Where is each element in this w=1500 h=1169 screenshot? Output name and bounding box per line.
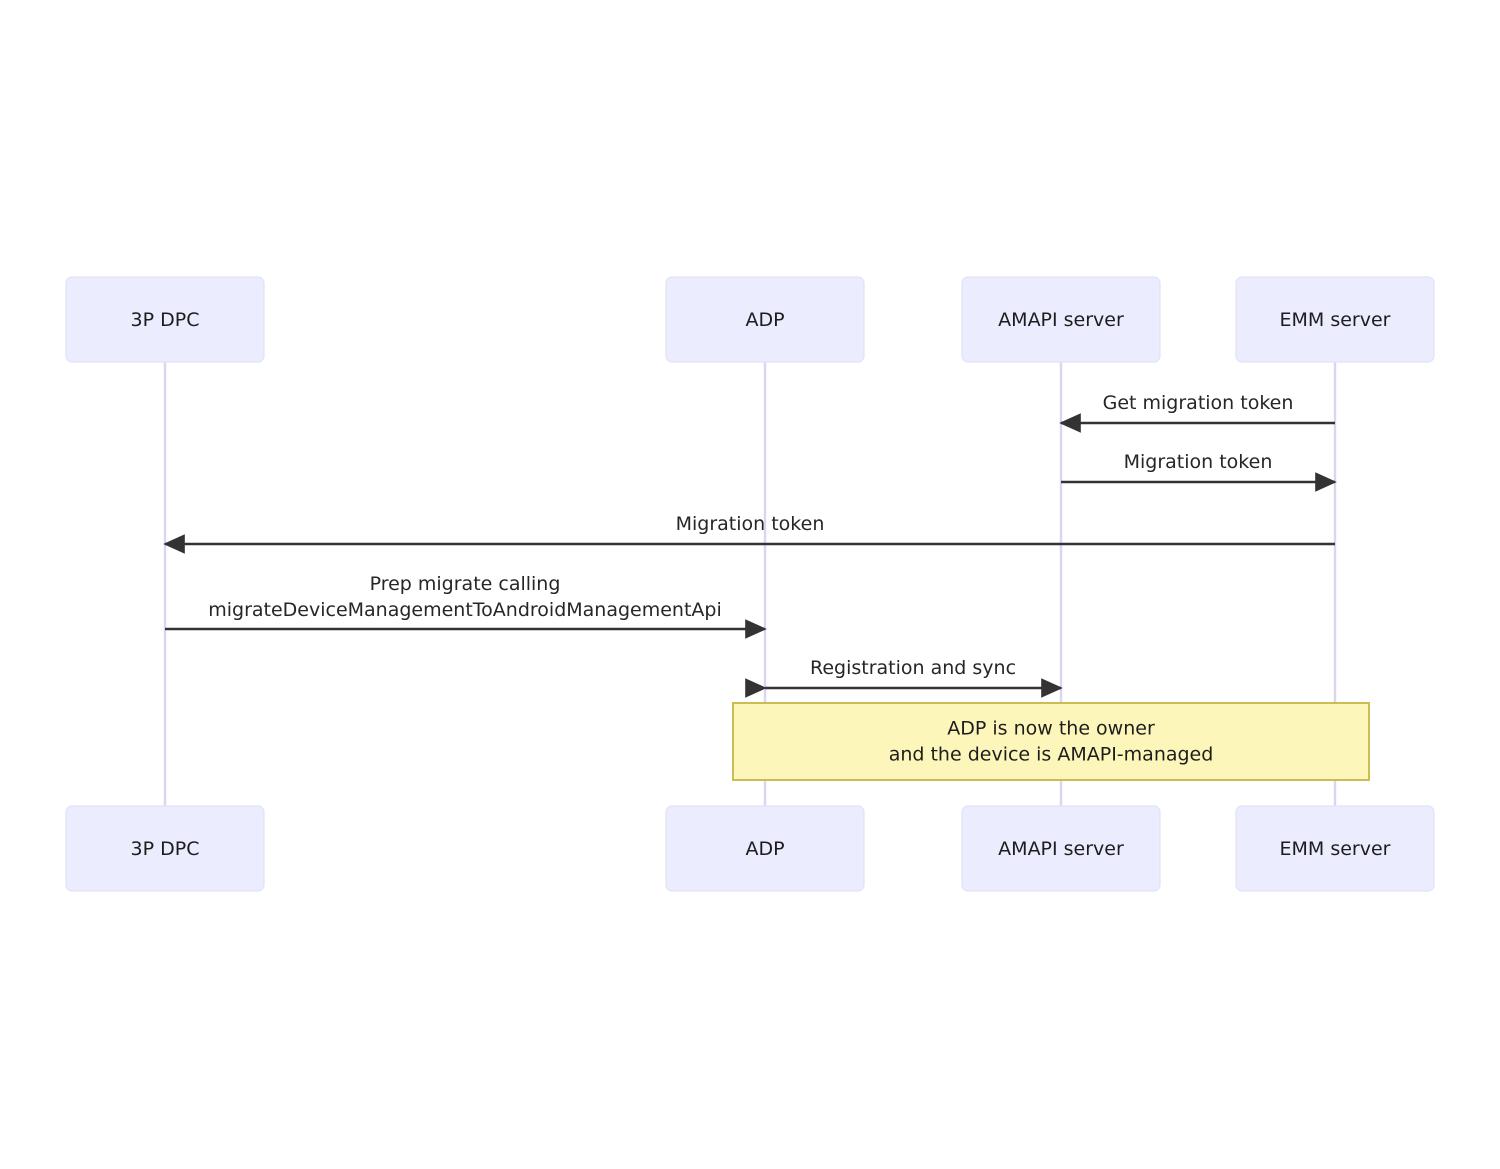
- participant-box-adp-bottom[interactable]: [665, 805, 865, 892]
- participant-box-emm-top[interactable]: [1235, 276, 1435, 363]
- participant-emm-bottom[interactable]: EMM server: [1235, 805, 1435, 892]
- participant-dpc-top[interactable]: 3P DPC: [65, 276, 265, 363]
- participant-label-amapi-bottom: AMAPI server: [998, 838, 1124, 860]
- participant-label-adp-top: ADP: [745, 309, 784, 331]
- participant-label-dpc-top: 3P DPC: [131, 309, 200, 331]
- message-label-m5: Registration and sync: [810, 657, 1016, 679]
- participant-amapi-bottom[interactable]: AMAPI server: [961, 805, 1161, 892]
- participant-emm-top[interactable]: EMM server: [1235, 276, 1435, 363]
- message-m1: Get migration token: [1059, 392, 1335, 433]
- participant-box-amapi-top[interactable]: [961, 276, 1161, 363]
- participant-label-dpc-bottom: 3P DPC: [131, 838, 200, 860]
- participant-amapi-top[interactable]: AMAPI server: [961, 276, 1161, 363]
- participant-label-adp-bottom: ADP: [745, 838, 784, 860]
- participant-label-emm-bottom: EMM server: [1280, 838, 1391, 860]
- message-label-m3: Migration token: [676, 513, 825, 535]
- participant-adp-bottom[interactable]: ADP: [665, 805, 865, 892]
- participant-box-amapi-bottom[interactable]: [961, 805, 1161, 892]
- participant-adp-top[interactable]: ADP: [665, 276, 865, 363]
- participant-box-emm-bottom[interactable]: [1235, 805, 1435, 892]
- participant-label-emm-top: EMM server: [1280, 309, 1391, 331]
- participant-dpc-bottom[interactable]: 3P DPC: [65, 805, 265, 892]
- message-label-m1: Get migration token: [1103, 392, 1294, 414]
- message-m5: Registration and sync: [745, 657, 1063, 698]
- participant-label-amapi-top: AMAPI server: [998, 309, 1124, 331]
- participant-box-adp-top[interactable]: [665, 276, 865, 363]
- note-box-n1: [732, 702, 1370, 781]
- message-m2: Migration token: [1061, 451, 1337, 492]
- participant-box-dpc-top[interactable]: [65, 276, 265, 363]
- participant-box-dpc-bottom[interactable]: [65, 805, 265, 892]
- message-label-m2: Migration token: [1124, 451, 1273, 473]
- message-m3: Migration token: [163, 513, 1335, 554]
